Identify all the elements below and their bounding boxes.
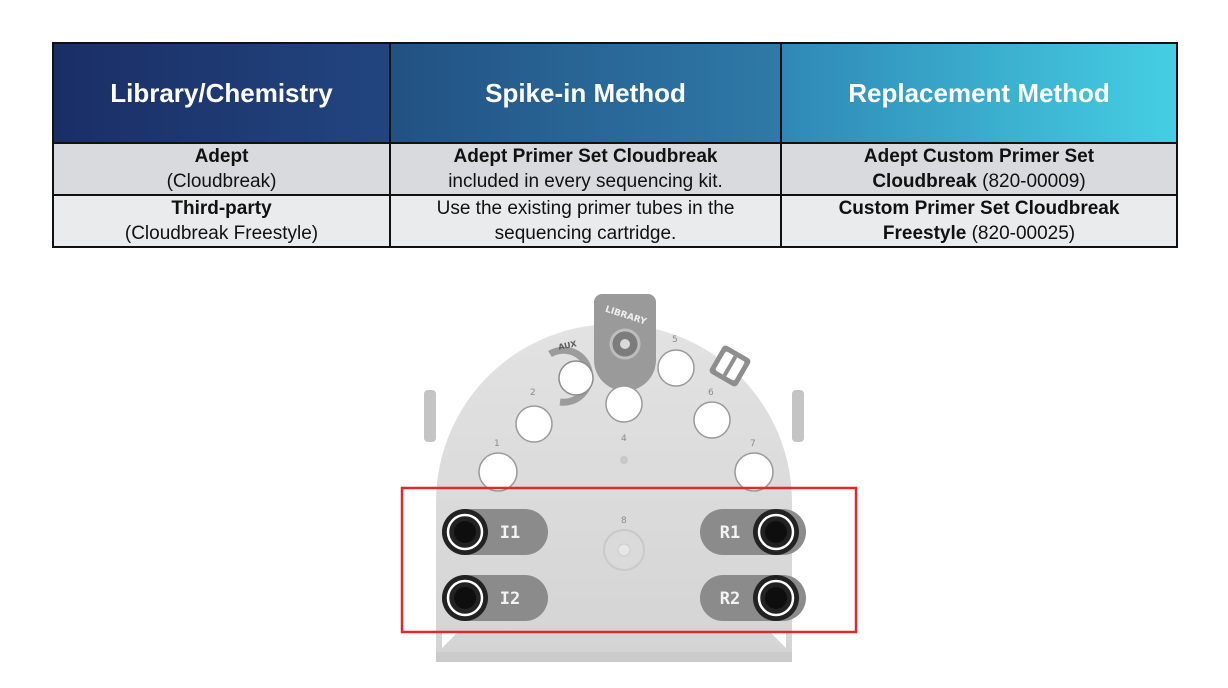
hole-4: 4 (620, 434, 628, 464)
library-note: (Cloudbreak Freestyle) (124, 223, 319, 244)
header-replacement-method: Replacement Method (780, 42, 1178, 144)
svg-text:5: 5 (672, 335, 678, 345)
replacement-product-line2: Freestyle (882, 223, 967, 244)
cell-spike-in: Use the existing primer tubes in the seq… (389, 194, 782, 248)
library-note: (Cloudbreak) (166, 171, 277, 192)
aux-label: AUX (557, 339, 578, 352)
header-spike-in-method: Spike-in Method (389, 42, 782, 144)
svg-text:6: 6 (708, 388, 714, 398)
hole-6: 6 (693, 388, 731, 439)
tag-r2: R2 (720, 589, 740, 609)
primer-method-table: Library/Chemistry Spike-in Method Replac… (52, 42, 1178, 248)
replacement-part-number: (820-00025) (966, 223, 1076, 244)
tube-r2: R2 (700, 575, 806, 621)
spike-in-note: included in every sequencing kit. (448, 171, 723, 192)
tube-i1: I1 (442, 509, 548, 555)
svg-text:4: 4 (621, 434, 627, 444)
aux-port: AUX (548, 339, 594, 406)
replacement-product-line1: Adept Custom Primer Set (863, 146, 1095, 167)
svg-text:2: 2 (530, 388, 536, 398)
cell-spike-in: Adept Primer Set Cloudbreak included in … (389, 142, 782, 196)
square-window (709, 345, 751, 387)
cell-replacement: Custom Primer Set Cloudbreak Freestyle (… (780, 194, 1178, 248)
hole-2: 2 (515, 388, 553, 443)
plate-bottom-edge (436, 652, 792, 662)
hole-8: 8 (603, 516, 645, 571)
svg-text:7: 7 (750, 439, 756, 449)
library-name: Third-party (171, 198, 272, 219)
hole-3 (605, 385, 643, 423)
hole-1: 1 (478, 439, 518, 492)
hole-5: 5 (657, 335, 695, 387)
left-side-tab (424, 390, 436, 442)
replacement-product-line1: Custom Primer Set Cloudbreak (838, 198, 1120, 219)
cell-replacement: Adept Custom Primer Set Cloudbreak (820-… (780, 142, 1178, 196)
replacement-product-line2: Cloudbreak (872, 171, 977, 192)
replacement-part-number: (820-00009) (976, 171, 1086, 192)
spike-in-line1: Use the existing primer tubes in the (436, 198, 735, 219)
cell-library: Adept (Cloudbreak) (52, 142, 391, 196)
header-library-chemistry: Library/Chemistry (52, 42, 391, 144)
table-header-row: Library/Chemistry Spike-in Method Replac… (52, 42, 1178, 144)
spike-in-product: Adept Primer Set Cloudbreak (453, 146, 718, 167)
hole-7: 7 (734, 439, 774, 492)
tube-r1: R1 (700, 509, 806, 555)
table-row: Third-party (Cloudbreak Freestyle) Use t… (52, 194, 1178, 248)
corner-clip-left (442, 632, 458, 648)
spike-in-line2: sequencing cartridge. (494, 223, 677, 244)
corner-clip-right (770, 632, 786, 648)
tag-i1: I1 (500, 523, 520, 543)
library-name: Adept (194, 146, 249, 167)
right-side-tab (792, 390, 804, 442)
tube-i2: I2 (442, 575, 548, 621)
tag-i2: I2 (500, 589, 520, 609)
tag-r1: R1 (720, 523, 740, 543)
cell-library: Third-party (Cloudbreak Freestyle) (52, 194, 391, 248)
library-port: LIBRARY (594, 294, 656, 391)
svg-text:8: 8 (621, 516, 627, 526)
sequencing-cartridge-diagram: LIBRARY AUX 1 2 4 5 6 7 8 I1 I2 (400, 294, 858, 662)
primer-highlight-box (400, 486, 858, 634)
table-row: Adept (Cloudbreak) Adept Primer Set Clou… (52, 142, 1178, 196)
svg-text:1: 1 (494, 439, 500, 449)
